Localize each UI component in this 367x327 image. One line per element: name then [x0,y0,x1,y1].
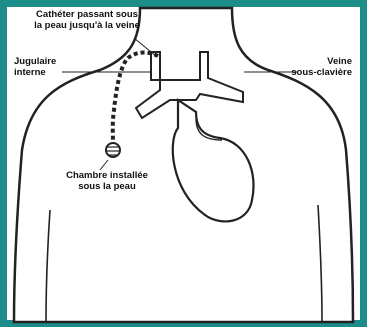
label-veine-line-1: Veine [280,56,352,67]
label-jugulaire-line-1: Jugulaire [14,56,56,67]
label-chambre-line-1: Chambre installée [52,170,162,181]
label-jugulaire: Jugulaire interne [14,56,56,78]
label-chambre-line-2: sous la peau [52,181,162,192]
label-chambre: Chambre installée sous la peau [52,170,162,192]
label-veine-line-2: sous-clavière [280,67,352,78]
label-jugulaire-line-2: interne [14,67,56,78]
label-catheter: Cathéter passant sous la peau jusqu'à la… [12,9,162,31]
label-veine: Veine sous-clavière [280,56,352,78]
label-catheter-line-2: la peau jusqu'à la veine [12,20,162,31]
label-catheter-line-1: Cathéter passant sous [12,9,162,20]
